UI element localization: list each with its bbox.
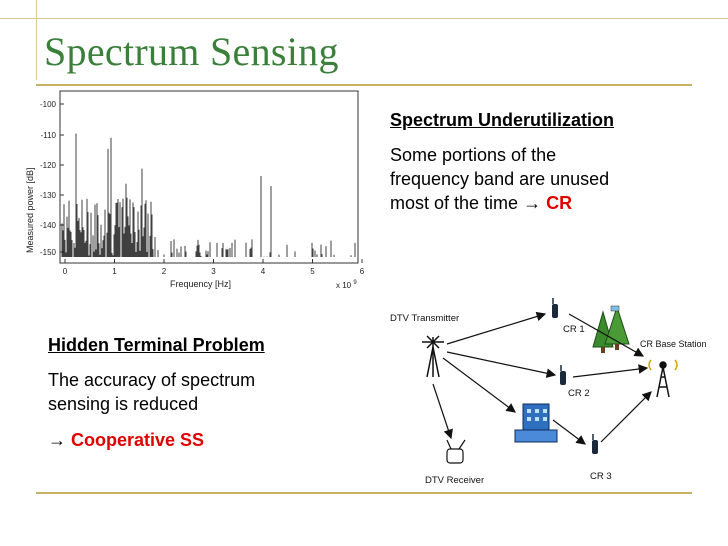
hidden-terminal-text: The accuracy of spectrum sensing is redu…: [48, 368, 358, 452]
plot-x-multiplier-base: x 10: [336, 281, 352, 290]
hidden-terminal-block: Hidden Terminal Problem The accuracy of …: [48, 335, 358, 452]
title-rule: [36, 84, 692, 86]
cognitive-radio-network-diagram: DTV Transmitter DTV Receiver CR 1 CR 2 C…: [390, 298, 707, 486]
plot-x-ticks: 0 1 2 3 4 5 6: [63, 259, 365, 276]
dtv-receiver-label: DTV Receiver: [425, 475, 484, 486]
spectrum-plot: Measured power [dB] -100 -110 -120 -130 -140…: [25, 90, 365, 290]
cr-base-station-label: CR Base Station: [640, 339, 707, 349]
dtv-transmitter-label: DTV Transmitter: [390, 313, 459, 324]
arrow-icon: →: [523, 193, 542, 213]
plot-y-tick-label: -120: [40, 161, 57, 170]
plot-x-tick-label: 5: [310, 267, 315, 276]
plot-xlabel: Frequency [Hz]: [170, 279, 231, 289]
plot-y-tick-label: -150: [40, 248, 57, 257]
underutilization-block: Spectrum Underutilization Some portions …: [390, 110, 700, 215]
footer-rule: [36, 492, 692, 494]
underutilization-line-1: Some portions of the: [390, 145, 557, 165]
arrow-icon: →: [48, 430, 66, 450]
plot-ylabel: Measured power [dB]: [25, 167, 35, 253]
plot-x-tick-label: 2: [162, 267, 167, 276]
plot-spectrum-data: [61, 133, 356, 257]
plot-y-tick-label: -140: [40, 221, 57, 230]
signal-arrows: [432, 311, 652, 445]
cr1-label: CR 1: [563, 324, 585, 335]
plot-y-ticks: -100 -110 -120 -130 -140 -150: [40, 100, 64, 257]
tv-receiver-icon: [446, 439, 466, 464]
underutilization-heading: Spectrum Underutilization: [390, 110, 615, 130]
plot-x-tick-label: 4: [261, 267, 266, 276]
cr3-handset-icon: [592, 434, 598, 454]
plot-y-tick-label: -110: [41, 131, 57, 140]
plot-x-tick-label: 1: [112, 267, 117, 276]
cr-base-station-icon: [648, 359, 678, 398]
hidden-terminal-line-2: sensing is reduced: [48, 394, 199, 414]
building-icon: [514, 403, 558, 443]
plot-x-multiplier-exponent: 9: [353, 280, 357, 286]
plot-x-tick-label: 3: [211, 267, 216, 276]
plot-x-tick-label: 6: [360, 267, 365, 276]
underutilization-text: Some portions of the frequency band are …: [390, 143, 700, 215]
underutilization-line-2: frequency band are unused: [390, 169, 610, 189]
cr2-label: CR 2: [568, 388, 590, 399]
plot-y-tick-label: -130: [40, 191, 57, 200]
cr2-handset-icon: [560, 365, 566, 385]
cr-highlight: CR: [546, 193, 573, 213]
underutilization-line-3-text: most of the time: [390, 193, 524, 213]
plot-x-multiplier: x 10 9: [336, 280, 357, 290]
top-decoration-line: [0, 18, 728, 19]
cr1-handset-icon: [552, 298, 558, 318]
underutilization-line-3: most of the time → CR: [390, 191, 700, 215]
hidden-terminal-line-1: The accuracy of spectrum: [48, 370, 256, 390]
cr3-label: CR 3: [590, 471, 612, 482]
hidden-terminal-heading: Hidden Terminal Problem: [48, 335, 265, 355]
slide-title: Spectrum Sensing: [44, 29, 339, 74]
spectrum-trace: [61, 133, 356, 257]
left-decoration-line: [36, 0, 37, 80]
trees-icon: [592, 305, 630, 353]
plot-x-tick-label: 0: [63, 267, 68, 276]
hidden-terminal-line-3: → Cooperative SS: [48, 428, 358, 452]
dtv-tower-icon: [422, 335, 444, 378]
plot-y-tick-label: -100: [40, 100, 57, 109]
cooperative-ss-highlight: Cooperative SS: [71, 430, 205, 450]
